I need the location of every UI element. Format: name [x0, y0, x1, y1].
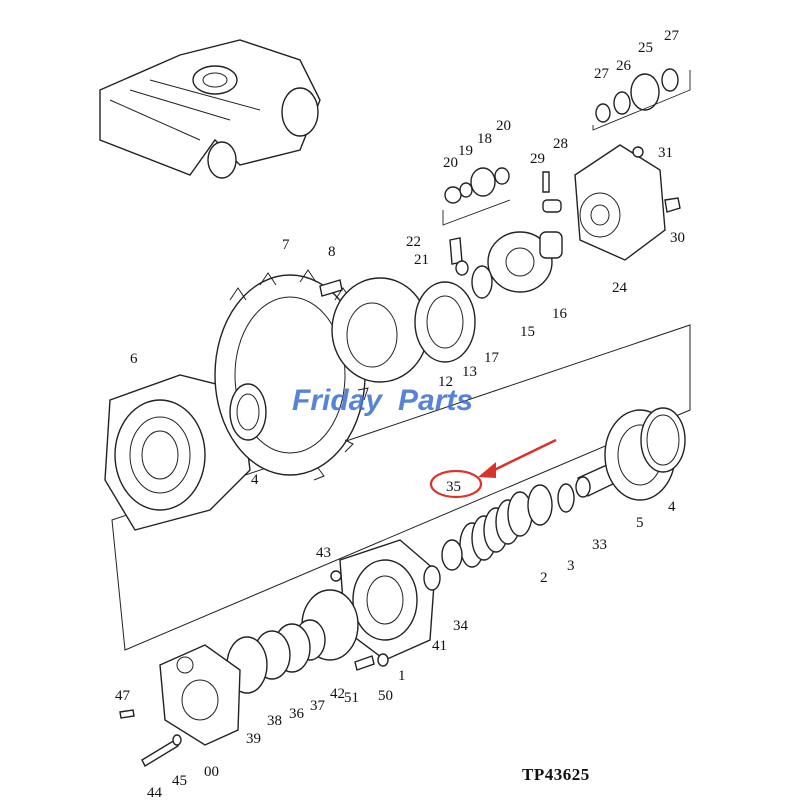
sun-gear-set: [595, 68, 679, 123]
gear-16: [539, 231, 563, 259]
callout: 20: [443, 155, 458, 171]
callout: 2: [540, 570, 548, 586]
callout: 41: [432, 638, 447, 654]
callout: 36: [289, 706, 305, 722]
callout: 5: [636, 515, 644, 531]
callout: 37: [310, 698, 326, 714]
callout: 15: [520, 324, 535, 340]
callout: 35: [446, 479, 461, 495]
callout: 33: [592, 537, 607, 553]
motor-housing: [339, 539, 441, 661]
shim-ring: [229, 383, 267, 441]
planet-gear-set: [444, 167, 510, 204]
ring-2: [527, 484, 553, 526]
bolt-51: [354, 655, 375, 671]
callout: 21: [414, 252, 429, 268]
planet-carrier: [487, 231, 553, 293]
callout: 26: [616, 58, 632, 74]
callout: 18: [477, 131, 492, 147]
highlight-35: [429, 438, 557, 499]
washer-21: [455, 260, 469, 276]
callout: 43: [316, 545, 331, 561]
valve-block: [159, 644, 241, 746]
pin-28: [542, 199, 562, 213]
callout: 7: [282, 237, 290, 253]
callout: 3: [567, 558, 575, 574]
callout-labels: 27 26 25 27 20 19 18 20 28 29 31 30 24 2…: [115, 28, 685, 800]
callout: 6: [130, 351, 138, 367]
callout: 24: [612, 280, 628, 296]
bolt-44: [141, 739, 179, 767]
callout: 00: [204, 764, 219, 780]
ring-34: [441, 539, 463, 571]
drawing-reference-code: TP43625: [522, 765, 590, 784]
plug-43: [330, 570, 342, 582]
bolt-8: [319, 279, 343, 297]
brake-disc-pack: [459, 491, 533, 568]
callout: 19: [458, 143, 473, 159]
watermark-parts: Parts: [398, 384, 473, 417]
cover-plate: [574, 144, 666, 261]
snap-ring: [471, 265, 493, 299]
brand-watermark: Friday Parts: [292, 384, 473, 417]
pin-29: [542, 171, 550, 193]
hub-housing: [104, 374, 251, 531]
pin-22: [449, 237, 463, 265]
callout: 45: [172, 773, 187, 789]
callout: 30: [670, 230, 685, 246]
plug-31: [632, 146, 644, 158]
washer-45: [172, 734, 182, 746]
group-boundary: [111, 324, 691, 651]
callout: 31: [658, 145, 673, 161]
plug-47: [119, 709, 135, 719]
ring-gear-drum: [331, 277, 476, 383]
callout: 50: [378, 688, 393, 704]
callout: 20: [496, 118, 511, 134]
callout: 13: [462, 364, 477, 380]
snap-ring-3: [557, 483, 575, 513]
washer-50: [377, 653, 389, 667]
callout: 8: [328, 244, 336, 260]
callout: 27: [664, 28, 680, 44]
callout: 4: [668, 499, 676, 515]
watermark-friday: Friday: [292, 384, 383, 417]
callout: 22: [406, 234, 421, 250]
callout: 16: [552, 306, 568, 322]
callout: 28: [553, 136, 568, 152]
callout: 38: [267, 713, 282, 729]
callout: 34: [453, 618, 469, 634]
callout: 51: [344, 690, 359, 706]
callout: 27: [594, 66, 610, 82]
track-frame-illustration: [99, 39, 321, 179]
callout: 12: [438, 374, 453, 390]
callout: 47: [115, 688, 131, 704]
callout: 4: [251, 472, 259, 488]
bolt-30: [664, 197, 681, 213]
callout: 25: [638, 40, 653, 56]
callout: 1: [398, 668, 406, 684]
seal-ring-4: [640, 407, 686, 473]
callout: 29: [530, 151, 545, 167]
callout: 39: [246, 731, 261, 747]
callout: 17: [484, 350, 500, 366]
callout: 44: [147, 785, 163, 800]
callout: 42: [330, 686, 345, 702]
